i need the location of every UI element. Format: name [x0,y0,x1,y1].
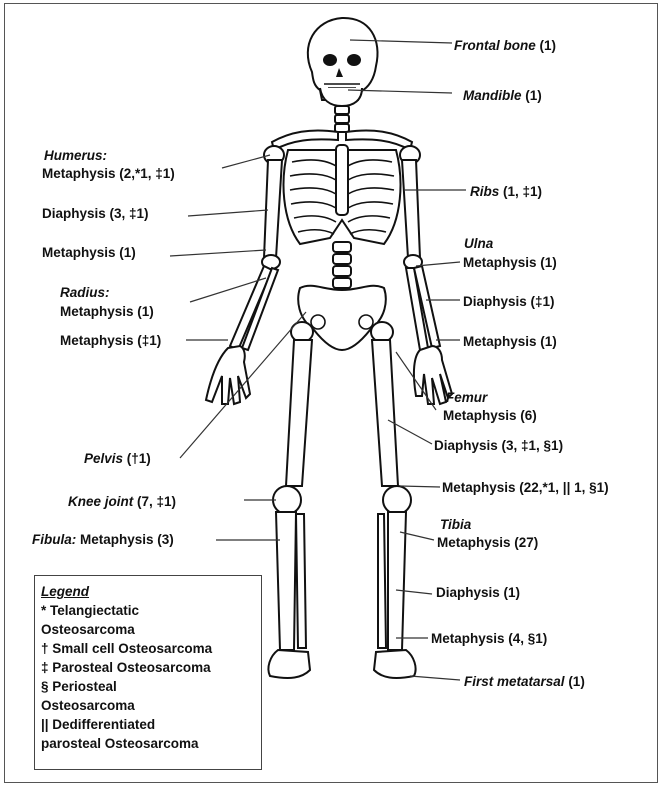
label-femur-metaphysis-1: Metaphysis (6) [443,408,537,424]
legend-line: † Small cell Osteosarcoma [41,639,255,658]
label-mandible: Mandible (1) [463,88,542,104]
label-pelvis: Pelvis (†1) [84,451,151,467]
legend-line: Osteosarcoma [41,620,255,639]
label-ulna-diaphysis: Diaphysis (‡1) [463,294,555,310]
lumbar-spine [333,242,351,288]
label-radius-metaphysis-2: Metaphysis (‡1) [60,333,161,349]
right-leg [371,322,416,678]
legend-title: Legend [41,582,255,601]
legend-line: ‡ Parosteal Osteosarcoma [41,658,255,677]
legend-line: * Telangiectatic [41,601,255,620]
left-arm [206,146,284,404]
cervical-spine [335,106,349,132]
label-humerus-title: Humerus: [44,148,107,164]
clavicle-right [346,130,412,150]
label-ribs: Ribs (1, ‡1) [470,184,542,200]
label-fibula: Fibula: Metaphysis (3) [32,532,174,548]
skull [308,18,378,100]
legend-line: parosteal Osteosarcoma [41,734,255,753]
legend-box: Legend * Telangiectatic Osteosarcoma † S… [34,575,262,770]
ribcage [284,145,401,244]
label-first-metatarsal: First metatarsal (1) [464,674,585,690]
legend-line: || Dedifferentiated [41,715,255,734]
label-femur-diaphysis: Diaphysis (3, ‡1, §1) [434,438,563,454]
label-tibia-metaphysis-2: Metaphysis (4, §1) [431,631,547,647]
label-ulna-metaphysis-2: Metaphysis (1) [463,334,557,350]
legend-line: Osteosarcoma [41,696,255,715]
label-knee-joint: Knee joint (7, ‡1) [68,494,176,510]
label-femur-title: Femur [446,390,487,406]
label-tibia-title: Tibia [440,517,471,533]
label-ulna-metaphysis-1: Metaphysis (1) [463,255,557,271]
label-frontal-bone: Frontal bone (1) [454,38,556,54]
legend-line: § Periosteal [41,677,255,696]
label-ulna-title: Ulna [464,236,493,252]
right-arm [400,146,452,404]
label-radius-metaphysis-1: Metaphysis (1) [60,304,154,320]
clavicle-left [272,130,338,150]
label-humerus-metaphysis-1: Metaphysis (2,*1, ‡1) [42,166,175,182]
label-femur-metaphysis-2: Metaphysis (22,*1, || 1, §1) [442,480,609,496]
label-humerus-metaphysis-2: Metaphysis (1) [42,245,136,261]
label-tibia-metaphysis-1: Metaphysis (27) [437,535,538,551]
label-tibia-diaphysis: Diaphysis (1) [436,585,520,601]
label-humerus-diaphysis: Diaphysis (3, ‡1) [42,206,149,222]
label-radius-title: Radius: [60,285,110,301]
